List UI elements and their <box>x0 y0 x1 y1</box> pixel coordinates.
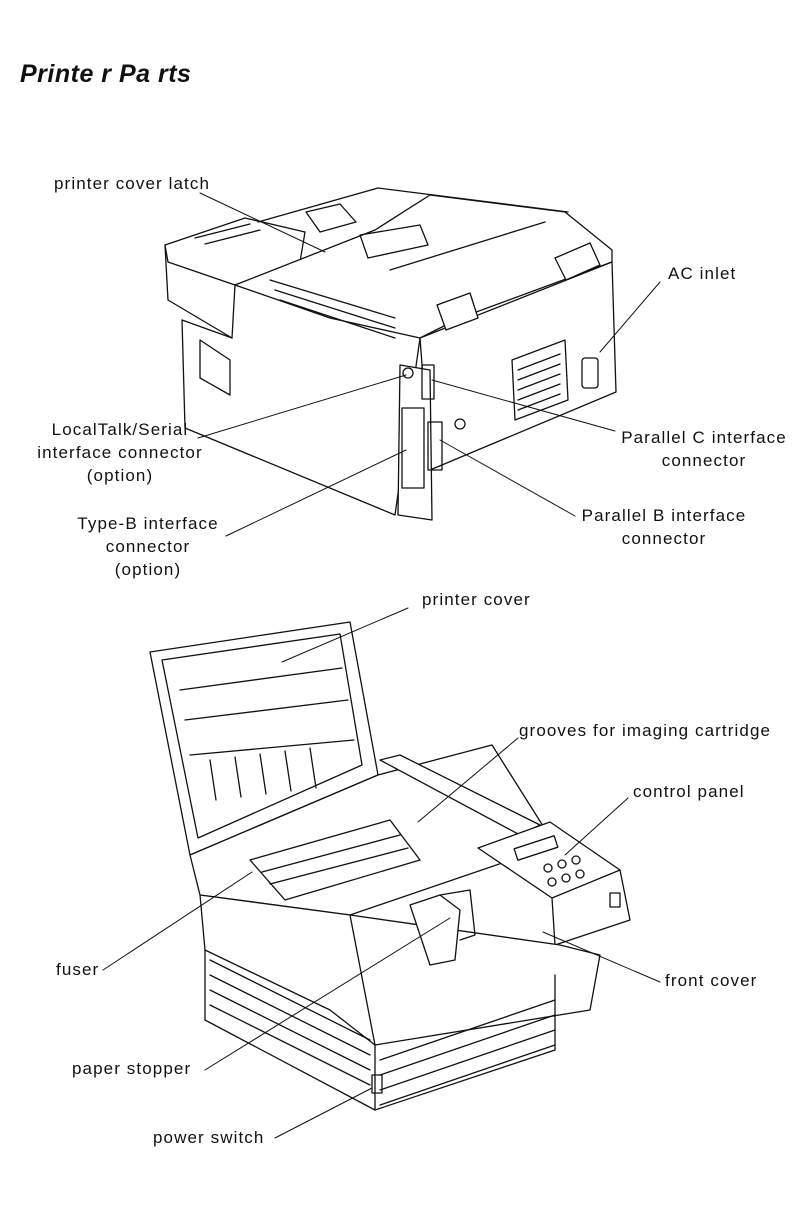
label-printer-cover-latch: printer cover latch <box>54 174 211 193</box>
label-line: Type-B interface <box>77 514 219 533</box>
label-fuser: fuser <box>56 960 100 979</box>
label-line: (option) <box>86 466 154 485</box>
callout-leaders-bottom <box>102 607 661 1139</box>
page-title: Printe r Pa rts <box>20 60 192 88</box>
label-line: Parallel B interface <box>581 506 747 525</box>
label-line: (option) <box>114 560 182 579</box>
label-grooves-imaging-cartridge: grooves for imaging cartridge <box>519 721 772 740</box>
label-front-cover: front cover <box>665 971 758 990</box>
label-line: LocalTalk/Serial <box>51 420 189 439</box>
label-ac-inlet: AC inlet <box>668 264 737 283</box>
label-localtalk-serial-connector: LocalTalk/Serial interface connector (op… <box>28 418 212 487</box>
label-paper-stopper: paper stopper <box>72 1059 192 1078</box>
label-line: connector <box>661 451 747 470</box>
label-type-b-connector: Type-B interface connector (option) <box>70 512 226 581</box>
label-line: Parallel C interface <box>621 428 787 447</box>
label-line: connector <box>105 537 191 556</box>
label-line: connector <box>621 529 707 548</box>
rear-printer-drawing <box>164 187 617 521</box>
label-line: interface connector <box>37 443 203 462</box>
label-power-switch: power switch <box>153 1128 265 1147</box>
label-printer-cover: printer cover <box>422 590 531 609</box>
front-printer-drawing <box>149 621 631 1111</box>
label-parallel-b-connector: Parallel B interface connector <box>578 504 750 550</box>
callout-leaders-top <box>197 192 661 537</box>
label-parallel-c-connector: Parallel C interface connector <box>618 426 790 472</box>
label-control-panel: control panel <box>633 782 745 801</box>
